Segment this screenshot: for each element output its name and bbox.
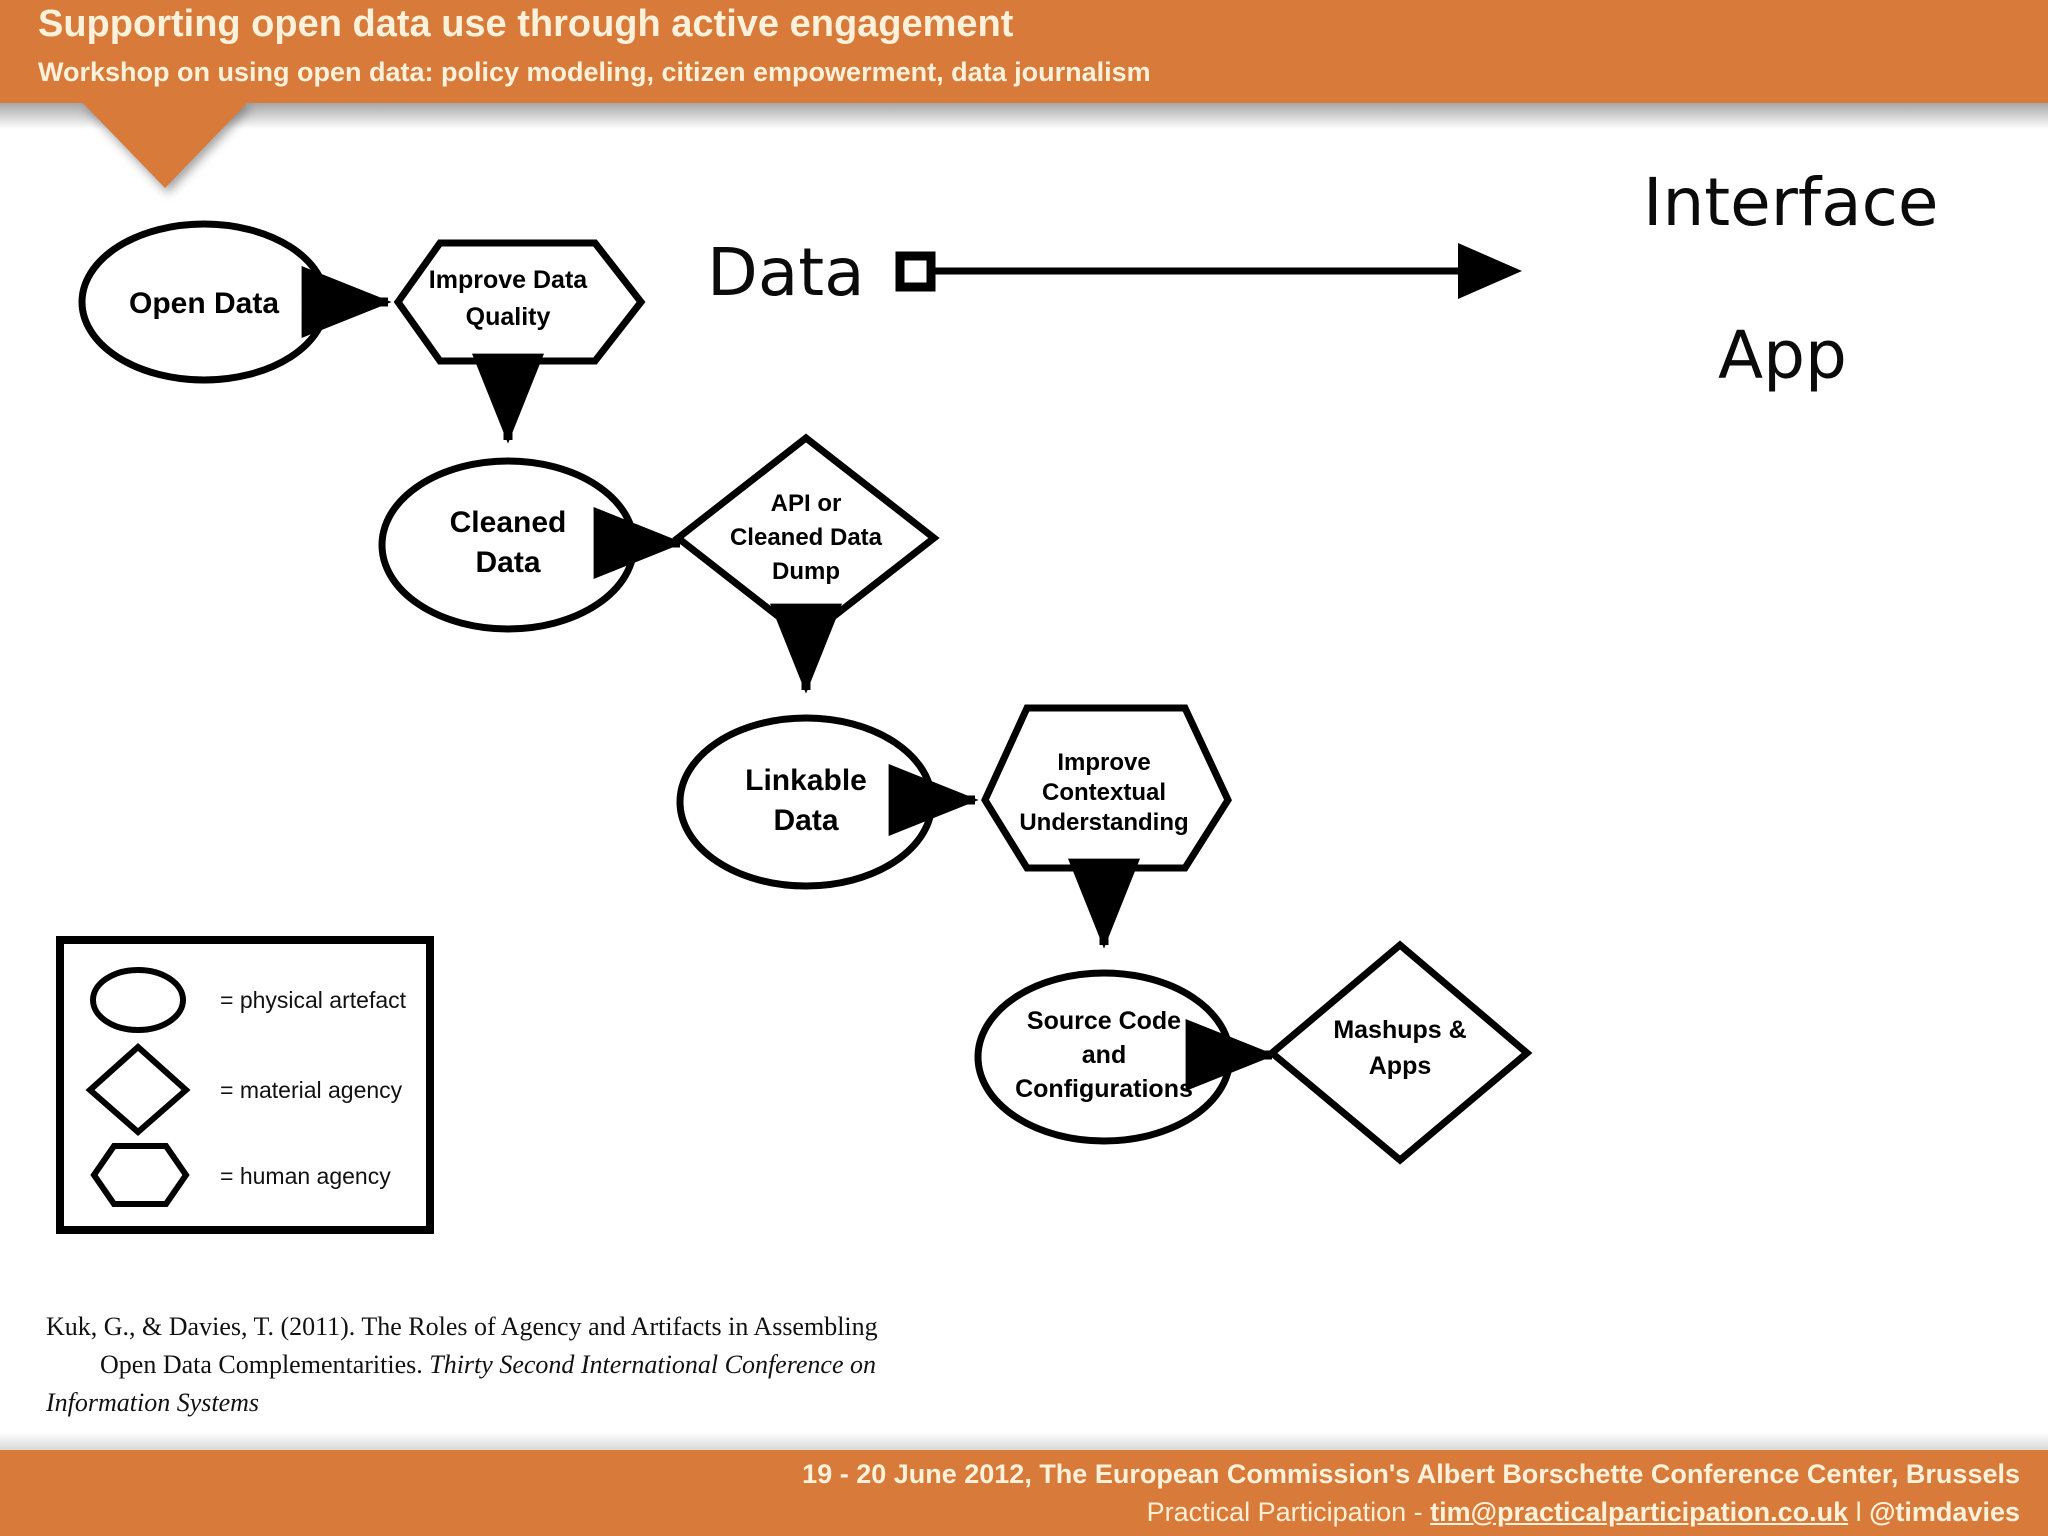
citation-line-2-plain: Open Data Complementarities. — [100, 1350, 430, 1379]
citation-block: Kuk, G., & Davies, T. (2011). The Roles … — [46, 1308, 986, 1422]
slide-footer: 19 - 20 June 2012, The European Commissi… — [0, 1450, 2048, 1536]
header-pointer-tab — [80, 100, 250, 188]
annotation-interface-label: Interface — [1643, 164, 1939, 241]
node-api-dump-label-2: Cleaned Data — [730, 524, 883, 551]
node-linkable-data — [676, 714, 936, 890]
node-linkable-data-label-1: Linkable — [745, 764, 867, 797]
node-improve-context-label-1: Improve — [1057, 749, 1150, 776]
node-api-dump-label-1: API or — [771, 490, 842, 517]
page-title: Supporting open data use through active … — [38, 3, 1014, 45]
node-source-code-label-1: Source Code — [1027, 1007, 1181, 1035]
legend-diamond-icon — [85, 1042, 191, 1136]
citation-line-2-italic: Thirty Second International Conference o… — [429, 1350, 876, 1379]
footer-email-link[interactable]: tim@practicalparticipation.co.uk — [1430, 1497, 1849, 1527]
legend-hexagon-icon — [90, 1143, 190, 1207]
legend-label-human-agency: = human agency — [220, 1163, 391, 1189]
citation-line-1: Kuk, G., & Davies, T. (2011). The Roles … — [46, 1312, 878, 1341]
footer-separator: l — [1848, 1497, 1870, 1527]
node-linkable-data-label-2: Data — [773, 804, 838, 837]
annotation-data-label: Data — [707, 234, 865, 311]
header-shadow — [0, 103, 2048, 129]
node-improve-data-quality-label-2: Quality — [466, 303, 551, 331]
node-improve-context-label-2: Contextual — [1042, 779, 1166, 806]
citation-line-3: Information Systems — [46, 1388, 260, 1417]
node-mashups-and-apps — [1266, 940, 1533, 1165]
footer-contact-line: Practical Participation - tim@practicalp… — [1147, 1497, 2020, 1528]
node-improve-data-quality — [393, 239, 646, 365]
node-improve-context-label-3: Understanding — [1019, 809, 1188, 836]
node-improve-data-quality-label-1: Improve Data — [429, 266, 588, 294]
citation-line-2: Open Data Complementarities. Thirty Seco… — [46, 1346, 986, 1384]
legend-label-physical-artefact: = physical artefact — [220, 987, 407, 1013]
node-improve-contextual-understanding — [981, 704, 1232, 872]
legend-label-material-agency: = material agency — [220, 1077, 403, 1103]
slide-header: Supporting open data use through active … — [0, 0, 2048, 103]
footer-twitter-handle[interactable]: @timdavies — [1869, 1497, 2020, 1527]
node-open-data-label: Open Data — [129, 287, 279, 320]
node-mashups-label-2: Apps — [1369, 1052, 1432, 1080]
node-cleaned-data — [378, 457, 638, 633]
node-cleaned-data-label-1: Cleaned — [450, 506, 567, 539]
node-source-code-label-3: Configurations — [1015, 1075, 1193, 1103]
node-mashups-label-1: Mashups & — [1333, 1016, 1466, 1044]
agency-artifacts-diagram: Open Data Improve Data Quality Cleaned D… — [56, 164, 1939, 1234]
annotation-arrow-head — [1458, 243, 1522, 299]
node-cleaned-data-label-2: Data — [475, 546, 540, 579]
footer-event-details: 19 - 20 June 2012, The European Commissi… — [802, 1459, 2020, 1489]
annotation-app-label: App — [1718, 317, 1847, 394]
footer-shadow — [0, 1432, 2048, 1451]
footer-org-label: Practical Participation - — [1146, 1497, 1431, 1527]
node-source-code-label-2: and — [1082, 1041, 1126, 1069]
annotation-source-square — [895, 251, 936, 292]
page-subtitle: Workshop on using open data: policy mode… — [38, 57, 1151, 87]
legend-ellipse-icon — [90, 967, 186, 1033]
node-api-dump-label-3: Dump — [772, 558, 840, 585]
